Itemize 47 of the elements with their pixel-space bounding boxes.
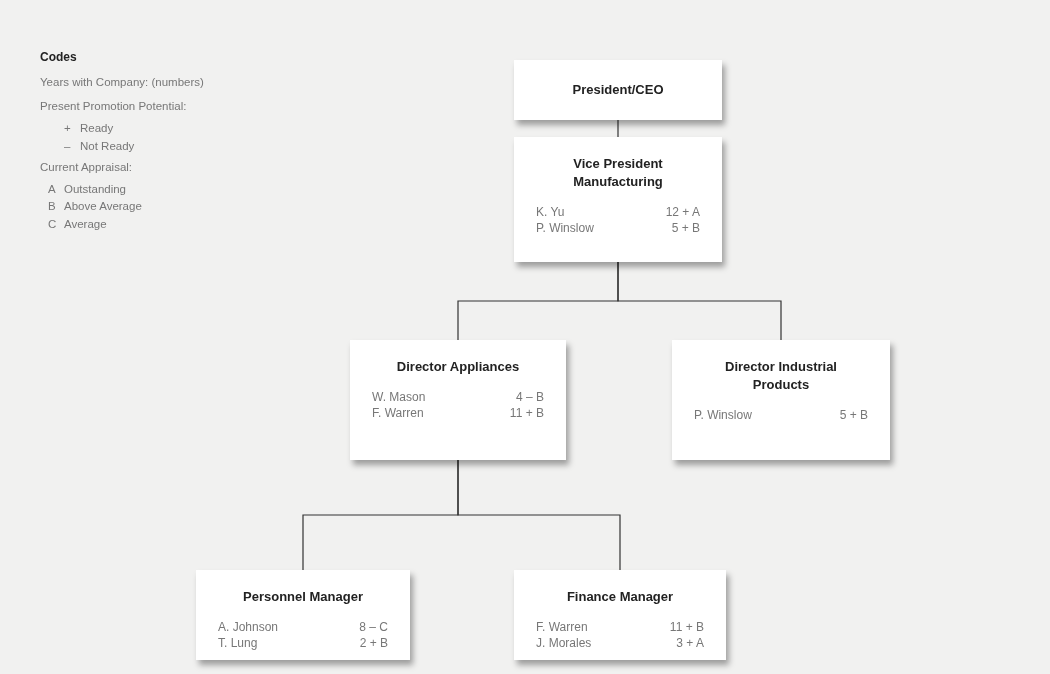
employee-name: T. Lung (218, 636, 259, 650)
employee-code: 5 + B (839, 408, 868, 422)
legend-text: Average (64, 218, 107, 230)
legend-text: Present Promotion Potential: (40, 100, 187, 112)
employee-name: F. Warren (536, 620, 589, 634)
employee-code: 2 + B (359, 636, 388, 650)
employee-code: 12 + A (665, 205, 700, 219)
legend-text: – (64, 140, 71, 152)
position-title: Vice President Manufacturing (572, 155, 664, 191)
position-title: Director Appliances (396, 358, 520, 376)
connector-line (617, 261, 782, 341)
position-box (514, 137, 722, 262)
legend-text: A (48, 183, 56, 195)
legend-text: Outstanding (64, 183, 126, 195)
position-title: President/CEO (572, 81, 664, 99)
legend-text: C (48, 218, 57, 230)
legend-text: B (48, 200, 56, 212)
position-title: Director Industrial Products (724, 358, 838, 394)
position-box (350, 340, 566, 460)
employee-name: F. Warren (372, 406, 425, 420)
legend-text: Current Appraisal: (40, 161, 133, 173)
position-box (196, 570, 410, 660)
connector-line (617, 119, 619, 138)
position-title: Finance Manager (566, 588, 674, 606)
employee-name: P. Winslow (694, 408, 753, 422)
employee-code: 4 – B (514, 390, 544, 404)
legend-text: Not Ready (80, 140, 135, 152)
employee-name: A. Johnson (218, 620, 280, 634)
employee-code: 11 + B (669, 620, 704, 634)
legend-text: + (64, 122, 71, 134)
employee-name: K. Yu (536, 205, 566, 219)
position-box (514, 60, 722, 120)
legend-text: Above Average (64, 200, 142, 212)
employee-code: 5 + B (670, 221, 700, 235)
position-title: Personnel Manager (243, 588, 363, 606)
connector-line (457, 459, 621, 571)
employee-code: 8 – C (359, 620, 388, 634)
legend-text: Years with Company: (numbers) (40, 76, 204, 88)
employee-name: W. Mason (372, 390, 427, 404)
position-box (514, 570, 726, 660)
position-box (672, 340, 890, 460)
employee-name: P. Winslow (536, 221, 595, 235)
employee-code: 3 + A (675, 636, 704, 650)
legend-text: Ready (80, 122, 114, 134)
employee-code: 11 + B (509, 406, 544, 420)
employee-name: J. Morales (536, 636, 593, 650)
legend-title: Codes (40, 50, 77, 64)
